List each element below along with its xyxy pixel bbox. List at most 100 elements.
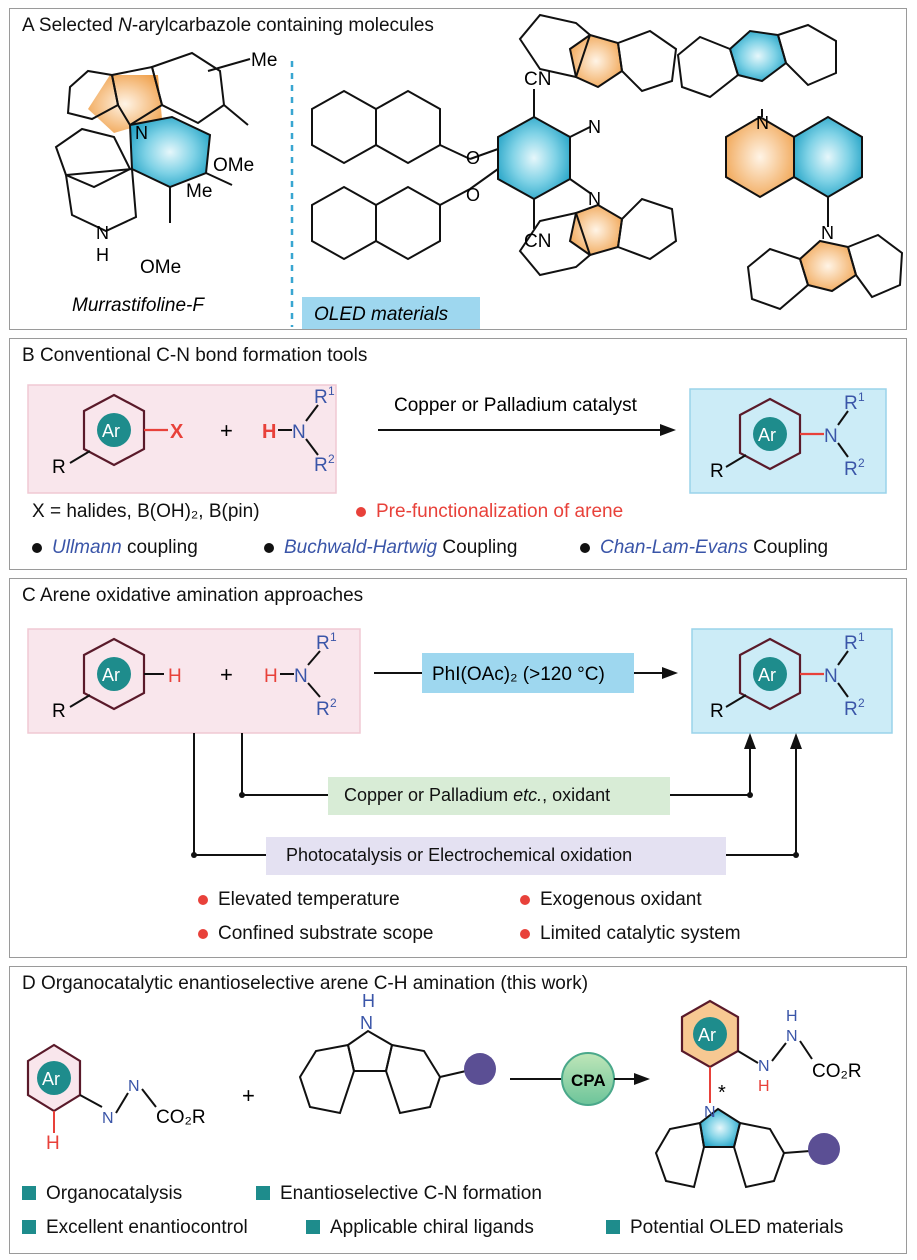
panel-d: D Organocatalytic enantioselective arene… xyxy=(9,966,907,1254)
feature-chiral-ligands: Applicable chiral ligands xyxy=(306,1217,534,1239)
phi-oac-box xyxy=(422,653,634,693)
panel-a-structures: Me OMe Me N N H OMe Murrastifoline-F xyxy=(54,13,904,329)
product-carbazole xyxy=(654,1107,786,1189)
product-box xyxy=(689,388,887,494)
svg-text:N: N xyxy=(821,223,834,243)
svg-text:2: 2 xyxy=(330,696,337,710)
feature-organocatalysis: Organocatalysis xyxy=(22,1183,182,1205)
svg-text:R: R xyxy=(314,387,328,408)
reactants-box xyxy=(27,628,361,734)
svg-text:2: 2 xyxy=(328,452,335,466)
svg-text:Ar: Ar xyxy=(698,1025,716,1045)
svg-text:H: H xyxy=(46,1133,60,1154)
carbazole-structure xyxy=(298,1029,442,1115)
svg-text:H: H xyxy=(262,421,276,443)
svg-text:N: N xyxy=(294,666,308,687)
feature-enantioselective: Enantioselective C-N formation xyxy=(256,1183,542,1205)
svg-text:1: 1 xyxy=(328,384,335,398)
svg-text:CPA: CPA xyxy=(571,1071,606,1090)
panel-d-scheme: Ar H N N CO₂R + N H CPA Ar N H N xyxy=(26,991,862,1189)
svg-text:Me: Me xyxy=(251,50,277,71)
svg-text:R: R xyxy=(710,701,724,722)
svg-text:N: N xyxy=(786,1028,798,1045)
svg-text:1: 1 xyxy=(330,630,337,644)
svg-text:CO₂R: CO₂R xyxy=(156,1107,206,1128)
photocatalysis-label: Photocatalysis or Electrochemical oxidat… xyxy=(286,845,633,865)
oled-label-box xyxy=(302,297,480,329)
svg-text:Ar: Ar xyxy=(758,665,776,685)
svg-text:X: X xyxy=(170,421,184,443)
drawback-exogenous-oxidant: Exogenous oxidant xyxy=(520,889,702,911)
svg-text:R: R xyxy=(844,459,858,480)
svg-text:R: R xyxy=(844,393,858,414)
svg-text:CO₂R: CO₂R xyxy=(812,1061,862,1082)
panel-c: C Arene oxidative amination approaches A… xyxy=(9,578,907,958)
method-buchwald-hartwig: Buchwald-Hartwig Coupling xyxy=(264,537,517,559)
drawback-elevated-temperature: Elevated temperature xyxy=(198,889,400,911)
copper-palladium-box xyxy=(328,777,670,815)
svg-text:R: R xyxy=(52,701,66,722)
panel-c-scheme: Ar H R + H N R 1 R 2 PhI(OAc)₂ (>120 °C)… xyxy=(27,628,893,875)
svg-text:N: N xyxy=(824,666,838,687)
svg-text:N: N xyxy=(102,1110,114,1127)
panel-a: A Selected N-arylcarbazole containing mo… xyxy=(9,8,907,330)
svg-text:+: + xyxy=(220,662,233,687)
svg-text:1: 1 xyxy=(858,390,865,404)
feature-oled-materials: Potential OLED materials xyxy=(606,1217,843,1239)
svg-text:R: R xyxy=(316,633,330,654)
svg-text:CN: CN xyxy=(524,69,551,90)
svg-text:N: N xyxy=(292,422,306,443)
svg-text:N: N xyxy=(756,113,769,133)
svg-text:Ar: Ar xyxy=(102,421,120,441)
panel-b-title: B Conventional C-N bond formation tools xyxy=(22,345,368,366)
svg-text:OMe: OMe xyxy=(213,155,254,176)
substituent-dot xyxy=(464,1053,496,1085)
method-chan-lam-evans: Chan-Lam-Evans Coupling xyxy=(580,537,828,559)
drawback-confined-scope: Confined substrate scope xyxy=(198,923,433,945)
svg-text:+: + xyxy=(220,418,233,443)
svg-text:R: R xyxy=(844,699,858,720)
svg-text:N: N xyxy=(758,1058,770,1075)
panel-a-title: A Selected N-arylcarbazole containing mo… xyxy=(22,15,434,36)
svg-text:N: N xyxy=(360,1013,373,1033)
svg-text:OMe: OMe xyxy=(140,257,181,278)
x-definition: X = halides, B(OH)₂, B(pin) xyxy=(32,501,260,522)
svg-text:N: N xyxy=(588,117,601,137)
svg-text:N: N xyxy=(824,426,838,447)
oled-structure-2 xyxy=(676,23,904,311)
svg-text:R: R xyxy=(316,699,330,720)
svg-text:N: N xyxy=(96,223,109,243)
svg-text:R: R xyxy=(844,633,858,654)
phi-oac-label: PhI(OAc)₂ (>120 °C) xyxy=(432,664,605,685)
svg-text:N: N xyxy=(128,1078,140,1095)
panel-c-title: C Arene oxidative amination approaches xyxy=(22,585,364,606)
murrastifoline-label: Murrastifoline-F xyxy=(72,295,205,316)
method-ullmann: Ullmann coupling xyxy=(32,537,198,559)
svg-text:N: N xyxy=(588,189,601,209)
reactants-box xyxy=(27,384,337,494)
copper-palladium-label: Copper or Palladium etc., oxidant xyxy=(344,785,611,805)
svg-text:H: H xyxy=(758,1078,770,1095)
svg-text:N: N xyxy=(704,1104,716,1121)
oled-structure-1 xyxy=(311,13,678,277)
svg-text:H: H xyxy=(168,666,182,687)
panel-b: B Conventional C-N bond formation tools … xyxy=(9,338,907,570)
svg-text:R: R xyxy=(710,461,724,482)
oled-label: OLED materials xyxy=(314,304,449,325)
svg-text:N: N xyxy=(135,123,148,143)
panel-d-title: D Organocatalytic enantioselective arene… xyxy=(22,973,589,994)
drawback-limited-catalytic: Limited catalytic system xyxy=(520,923,741,945)
photocatalysis-box xyxy=(266,837,726,875)
panel-b-scheme: Ar X R + H N R 1 R 2 Copper or Palladium… xyxy=(27,384,887,494)
svg-text:Ar: Ar xyxy=(758,425,776,445)
svg-text:H: H xyxy=(362,991,375,1011)
svg-text:Ar: Ar xyxy=(42,1069,60,1089)
svg-text:1: 1 xyxy=(858,630,865,644)
note-prefunctionalization: Pre-functionalization of arene xyxy=(356,501,623,523)
svg-text:R: R xyxy=(52,457,66,478)
svg-text:O: O xyxy=(466,185,480,205)
svg-text:2: 2 xyxy=(858,456,865,470)
svg-text:2: 2 xyxy=(858,696,865,710)
product-box xyxy=(691,628,893,734)
svg-text:Me: Me xyxy=(186,181,212,202)
